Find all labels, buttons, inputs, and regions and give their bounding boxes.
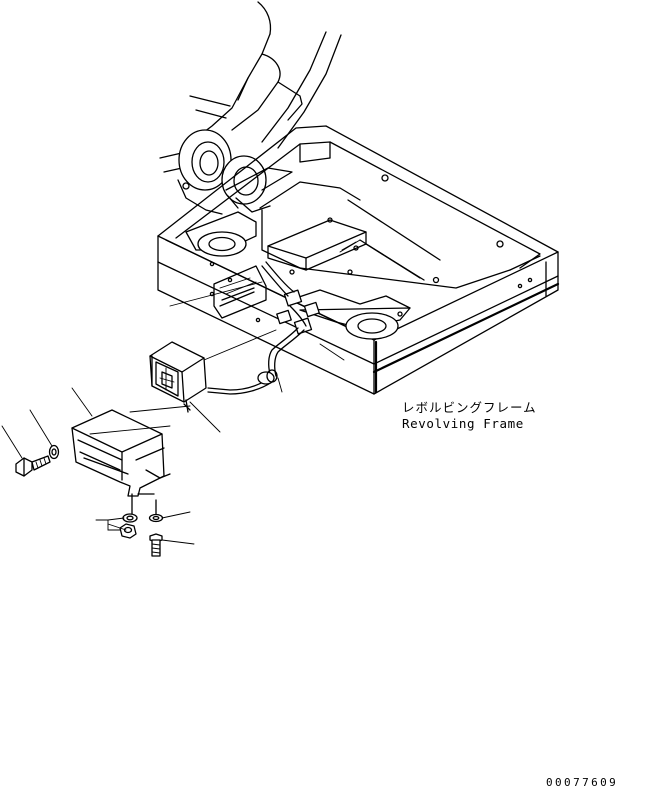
bracket-dash-lines [89, 405, 191, 435]
hex-nut [119, 523, 137, 539]
boom-foot-outline [177, 179, 223, 215]
lamp-bracket [71, 409, 171, 497]
hex-bolt-left [15, 455, 51, 477]
work-lamp [149, 341, 207, 413]
bolt-hole [182, 182, 190, 190]
hex-bolt-bottom [149, 533, 163, 557]
frame-label-jp: レボルビングフレーム [402, 400, 537, 415]
drawing-code: 00077609 [546, 776, 618, 789]
cable-grommet [257, 369, 278, 385]
wiring-connectors [261, 261, 320, 335]
boom-pin-boss-left [178, 129, 232, 191]
frame-label-en: Revolving Frame [402, 416, 524, 431]
boom-arm [159, 1, 342, 173]
leader-lines [1, 241, 357, 545]
washer-bottom [122, 513, 138, 523]
revolving-frame [157, 125, 560, 395]
boom-foot-outline-2 [235, 197, 271, 213]
washer-right [148, 513, 164, 523]
washer-left [48, 444, 60, 460]
